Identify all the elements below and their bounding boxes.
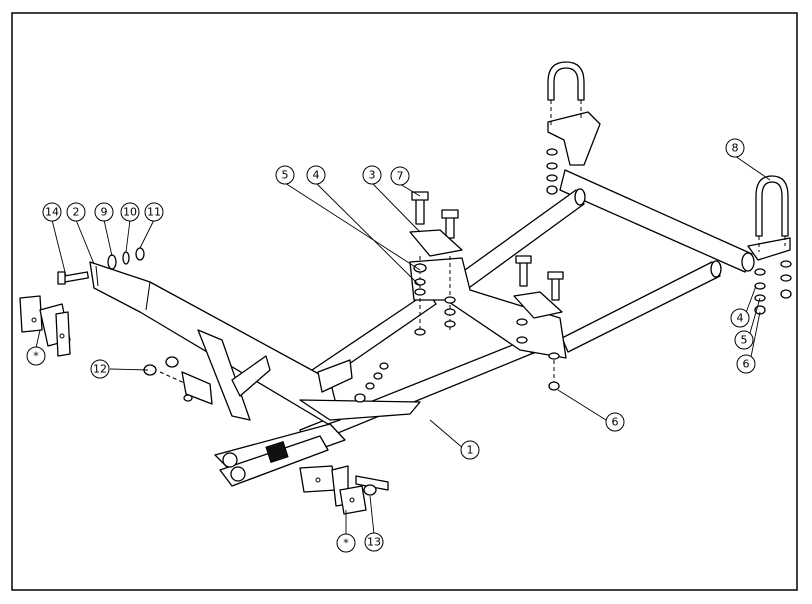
hardware-rear-right [754, 260, 792, 315]
callout-4-right: 4 [730, 308, 750, 328]
callout-5-top: 5 [275, 165, 295, 185]
svg-text:6: 6 [743, 358, 750, 371]
callout-4-top: 4 [306, 165, 326, 185]
svg-text:1: 1 [467, 444, 474, 457]
callout-7: 7 [390, 166, 410, 186]
svg-text:11: 11 [147, 206, 161, 219]
diagram-frame [11, 12, 798, 591]
right-diagonal-tube [561, 261, 721, 353]
hardware-top-left [409, 191, 463, 336]
svg-text:*: * [343, 537, 349, 550]
svg-text:4: 4 [313, 169, 320, 182]
callout-11: 11 [144, 202, 164, 222]
hatched-label [265, 440, 289, 464]
rear-right-bracket [747, 237, 791, 261]
svg-text:8: 8 [732, 142, 739, 155]
svg-text:10: 10 [123, 206, 137, 219]
svg-text:5: 5 [282, 169, 289, 182]
callout-12: 12 [90, 359, 110, 379]
hardware-left-end [57, 247, 145, 285]
callout-5-right: 5 [734, 330, 754, 350]
u-bolt-right [755, 175, 789, 252]
callout-star-bottom: * [336, 533, 356, 553]
svg-text:12: 12 [93, 363, 107, 376]
lower-left-beam [299, 399, 421, 421]
svg-text:2: 2 [73, 206, 80, 219]
callout-14: 14 [42, 202, 62, 222]
svg-text:4: 4 [737, 312, 744, 325]
svg-text:13: 13 [367, 536, 381, 549]
side-bracket-left [19, 295, 71, 357]
svg-text:*: * [33, 350, 39, 363]
rear-left-bracket [547, 111, 601, 166]
callout-6-right: 6 [736, 354, 756, 374]
callout-13: 13 [364, 532, 384, 552]
callout-1: 1 [460, 440, 480, 460]
hardware-mid-left [143, 356, 389, 405]
svg-text:7: 7 [397, 170, 404, 183]
center-junction-plate [409, 257, 567, 359]
hitch-brace [197, 329, 251, 421]
hardware-center [513, 255, 564, 391]
svg-text:14: 14 [45, 206, 59, 219]
callout-2: 2 [66, 202, 86, 222]
u-bolt-left [547, 61, 585, 128]
callout-9: 9 [94, 202, 114, 222]
side-bracket-bottom [299, 465, 389, 515]
frame-assembly [89, 111, 791, 487]
svg-text:3: 3 [369, 169, 376, 182]
leader-lines [35, 155, 771, 536]
svg-text:9: 9 [101, 206, 108, 219]
callout-8: 8 [725, 138, 745, 158]
svg-text:5: 5 [741, 334, 748, 347]
svg-text:6: 6 [612, 416, 619, 429]
callout-6-center: 6 [605, 412, 625, 432]
callout-3: 3 [362, 165, 382, 185]
rear-cross-tube [559, 169, 753, 273]
mid-bracket [317, 359, 353, 393]
callout-star-left: * [26, 346, 46, 366]
callout-10: 10 [120, 202, 140, 222]
hardware-rear-left [546, 148, 558, 195]
